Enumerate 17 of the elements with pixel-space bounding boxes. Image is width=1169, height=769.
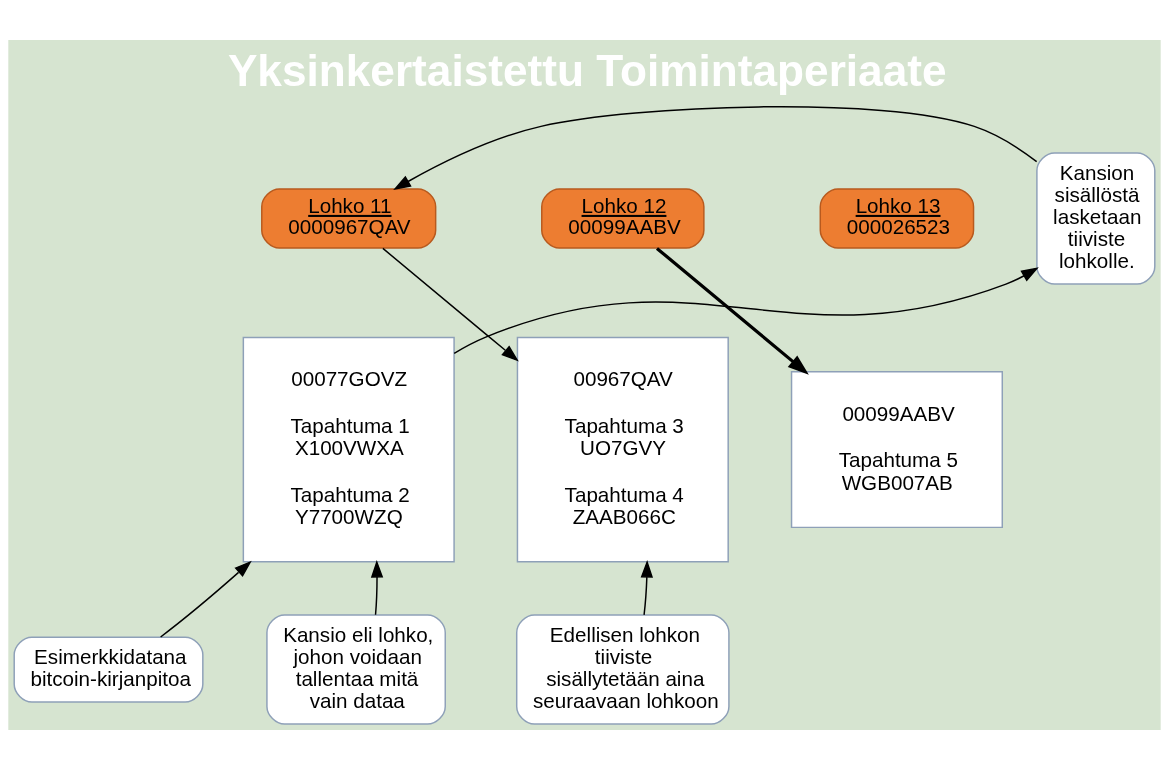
node-box: Lohko 12 00099AABV xyxy=(541,187,705,249)
node-box: Esimerkkidatana bitcoin-kirjanpitoa xyxy=(13,635,204,703)
node-box: 00077GOVZ Tapahtuma 1 X100VWXA Tapahtuma 2 Y7700WZQ xyxy=(242,336,455,562)
node-box: 00967QAV Tapahtuma 3 UO7GVY Tapahtuma 4 ZAAB066C xyxy=(516,336,729,562)
arrow xyxy=(453,266,1039,354)
node-box: Edellisen lohkon tiiviste sisällytetään aina seuraavaan lohkoon xyxy=(515,613,730,725)
node-box: Lohko 11 0000967QAV xyxy=(261,187,437,249)
node-box: Lohko 13 000026523 xyxy=(819,187,975,249)
node-box: Kansio eli lohko, johon voidaan tallentaa mitä vain dataa xyxy=(266,613,446,725)
arrow xyxy=(159,560,252,638)
arrow xyxy=(655,246,809,375)
arrow xyxy=(370,559,384,616)
node-box: Kansion sisällöstä lasketaan tiiviste lohkolle. xyxy=(1036,151,1156,285)
node-box: 00099AABV Tapahtuma 5 WGB007AB xyxy=(790,370,1003,528)
arrow xyxy=(393,105,1038,190)
arrow xyxy=(382,247,519,362)
arrow xyxy=(640,559,654,616)
